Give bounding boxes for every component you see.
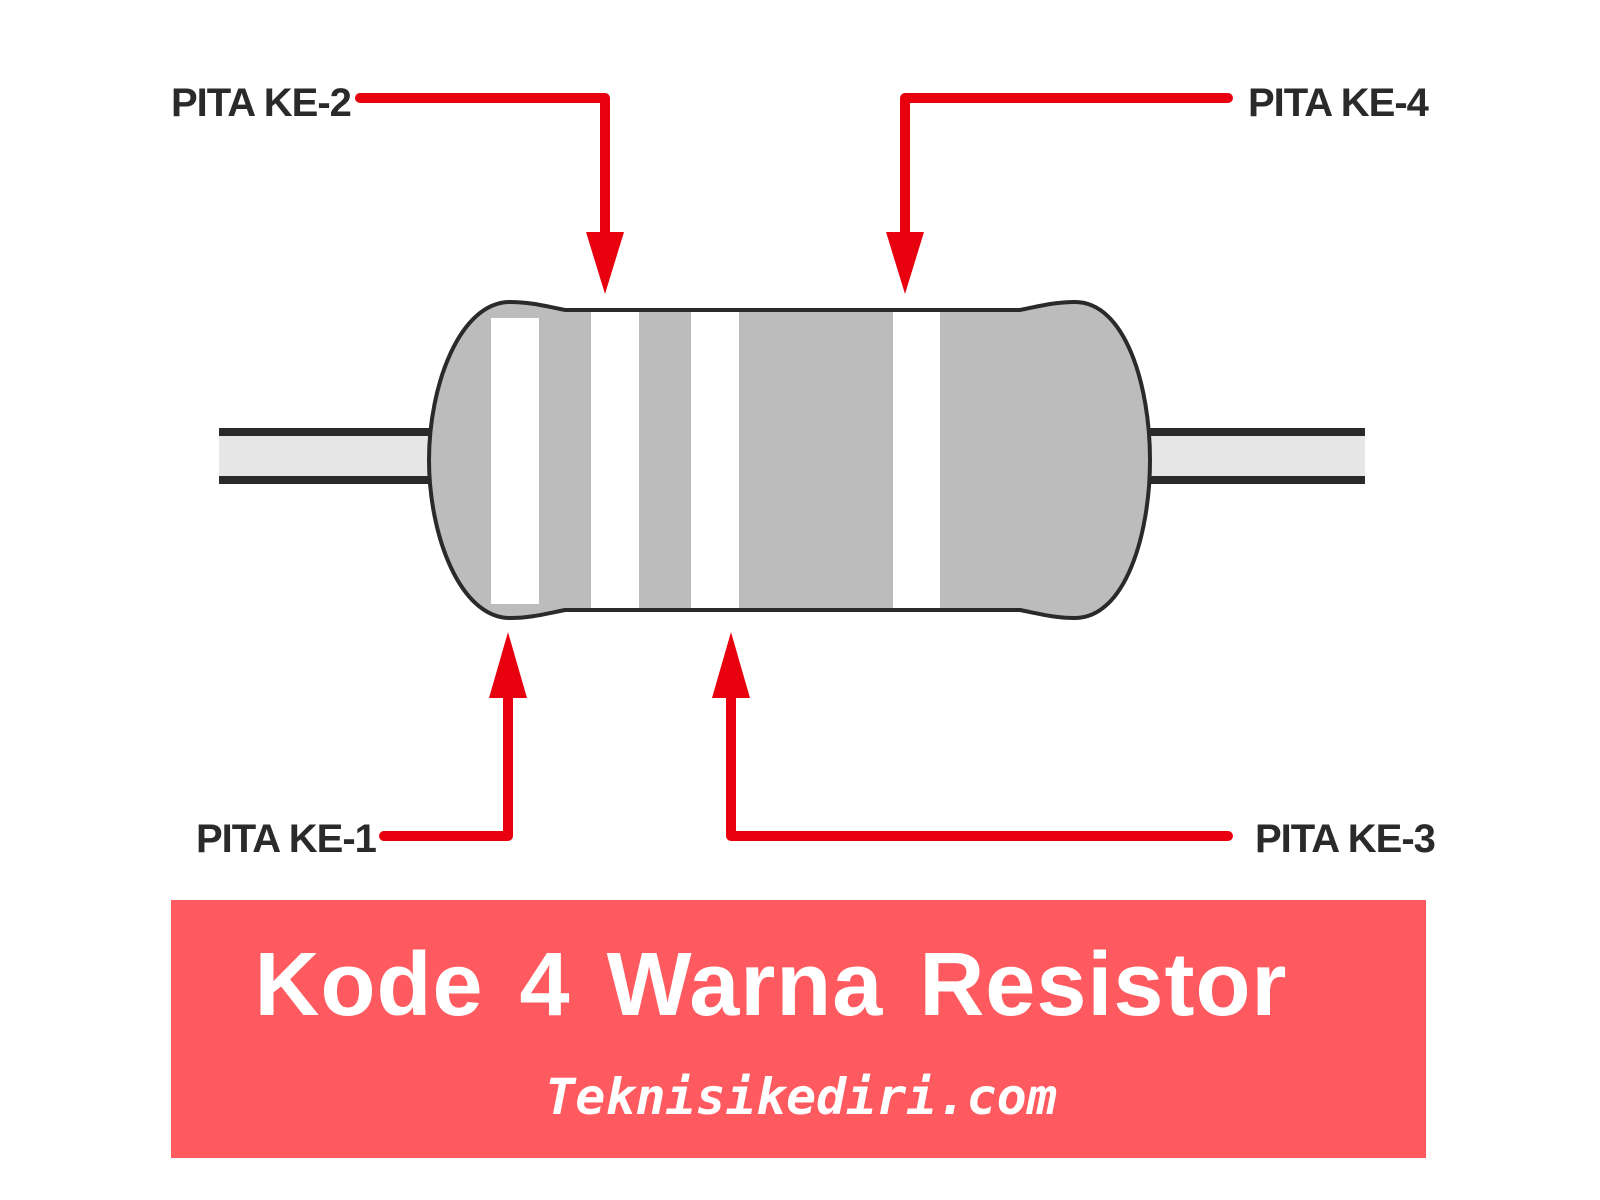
arrow-band-1 xyxy=(379,632,527,841)
title-banner: Kode 4 Warna Resistor Teknisikediri.com xyxy=(171,900,1426,1158)
band-1 xyxy=(491,318,539,604)
label-band-3: PITA KE-3 xyxy=(1255,817,1435,861)
band-3 xyxy=(691,312,739,608)
arrow-band-2 xyxy=(355,93,624,294)
banner-website: Teknisikediri.com xyxy=(545,1068,1057,1126)
left-lead xyxy=(219,428,429,484)
arrow-band-4 xyxy=(886,93,1233,294)
label-band-1: PITA KE-1 xyxy=(196,817,377,861)
band-4 xyxy=(893,312,940,608)
right-lead xyxy=(1150,428,1365,484)
label-band-4: PITA KE-4 xyxy=(1248,81,1430,125)
banner-title: Kode 4 Warna Resistor xyxy=(254,935,1288,1035)
label-band-2: PITA KE-2 xyxy=(171,81,351,125)
band-2 xyxy=(591,312,639,608)
arrow-band-3 xyxy=(712,632,1233,841)
